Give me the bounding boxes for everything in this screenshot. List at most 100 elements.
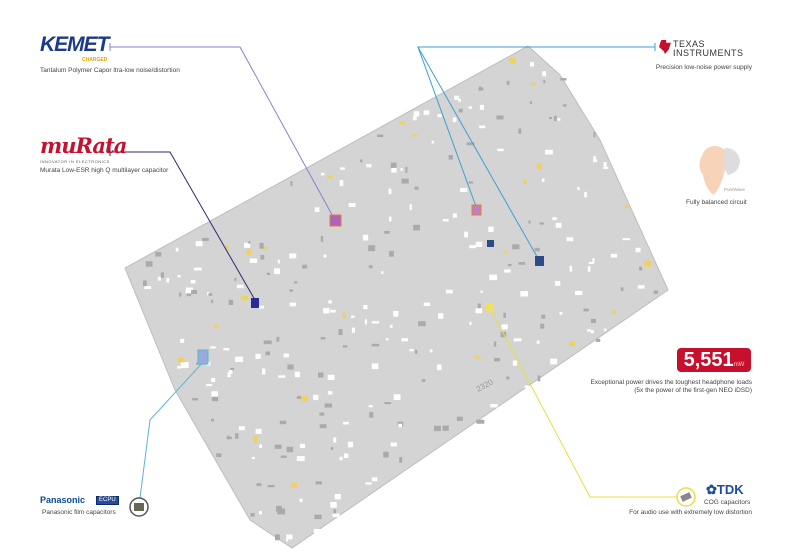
pcb-component [192, 398, 199, 401]
power-unit: mW [733, 362, 745, 368]
pcb-component [401, 338, 409, 342]
pcb-component [227, 372, 231, 378]
pcb-component [494, 357, 501, 362]
pcb-component [262, 246, 268, 251]
pcb-component [468, 181, 473, 184]
pcb-component [555, 280, 561, 286]
pcb-component [479, 86, 482, 91]
pcb-component [400, 168, 403, 171]
pcb-component [384, 230, 390, 234]
pcb-component [251, 456, 255, 460]
pcb-component [225, 245, 229, 250]
pcb-component [536, 163, 542, 170]
pcb-component [389, 324, 393, 328]
pcb-component [206, 361, 211, 366]
pcb-component [320, 172, 325, 176]
pcb-component [593, 131, 596, 138]
pcb-component [412, 134, 418, 137]
pcb-component [179, 292, 182, 297]
pcb-component [274, 444, 282, 449]
pcb-component [290, 181, 293, 187]
pcb-component [477, 303, 481, 309]
pcb-component [332, 513, 340, 518]
pcb-component [211, 299, 214, 304]
pcb-component [274, 268, 281, 275]
pcb-component [347, 441, 354, 448]
ti-component-highlight [471, 204, 482, 216]
pcb-component [340, 167, 345, 170]
pcb-component [552, 217, 557, 221]
pcb-component [267, 484, 275, 488]
pcb-component [479, 104, 485, 110]
pcb-component [542, 71, 547, 77]
panasonic-caption: Panasonic film capacitors [42, 509, 116, 516]
pcb-component [258, 305, 265, 309]
pcb-component [280, 455, 287, 458]
pcb-component [438, 313, 444, 319]
pcb-component [228, 299, 234, 306]
pcb-component [186, 293, 192, 297]
pcb-component [289, 302, 296, 307]
pcb-component [429, 349, 433, 353]
pcb-component [144, 286, 152, 289]
pcb-component [409, 348, 414, 352]
pcb-component [319, 424, 327, 429]
pcb-component [261, 368, 266, 375]
pcb-component [210, 346, 216, 349]
pcb-component [348, 203, 356, 207]
tdk-logo: ✿TDK [706, 482, 744, 497]
pcb-component [529, 101, 532, 104]
pcb-component [639, 266, 643, 271]
pcb-component [590, 330, 594, 334]
pcb-component [365, 482, 372, 485]
pcb-component [469, 245, 476, 249]
pcb-component [399, 457, 403, 463]
pcb-component [412, 115, 417, 121]
pcb-component [423, 302, 431, 306]
pcb-component [653, 290, 659, 294]
pcb-component [493, 341, 497, 347]
pcb-component [612, 310, 616, 315]
pcb-component [213, 324, 219, 328]
pcb-component [593, 156, 597, 163]
pcb-component [277, 508, 286, 515]
pcb-component [342, 312, 346, 319]
pcb-component [211, 396, 219, 402]
pcb-component [545, 149, 553, 155]
pcb-component [289, 253, 297, 259]
pcb-component [185, 287, 193, 294]
purewave-caption: Fully balanced circuit [686, 199, 747, 206]
pcb-component [388, 216, 392, 222]
kemet-tagline: CHARGED [82, 57, 108, 63]
pcb-component [279, 420, 287, 425]
pcb-component [504, 269, 511, 273]
pcb-component [160, 272, 164, 278]
pcb-component [314, 514, 322, 520]
pcb-component [143, 280, 147, 287]
tdk-component-highlight [486, 303, 494, 311]
pcb-component [390, 442, 398, 447]
pcb-component [488, 226, 494, 232]
pcb-component [155, 252, 162, 257]
pcb-component [583, 308, 589, 312]
pcb-component [230, 367, 234, 371]
pcb-component [506, 376, 510, 380]
ti-brand-line2: INSTRUMENTS [673, 48, 744, 58]
pcb-component [256, 483, 262, 487]
pcb-component [529, 62, 534, 67]
pcb-component [496, 115, 504, 120]
pcb-component [506, 80, 510, 85]
pcb-component [371, 343, 380, 347]
pcb-component [260, 254, 265, 260]
pcb-component [603, 162, 607, 167]
pcb-component [177, 365, 182, 369]
pcb-component [318, 372, 324, 378]
pcb-component [319, 412, 325, 416]
kemet-leader-line [110, 46, 337, 223]
pcb-component [539, 222, 544, 225]
pcb-component [263, 340, 272, 345]
pcb-component [249, 258, 258, 263]
pcb-component [503, 312, 506, 318]
pcb-component [575, 290, 583, 295]
